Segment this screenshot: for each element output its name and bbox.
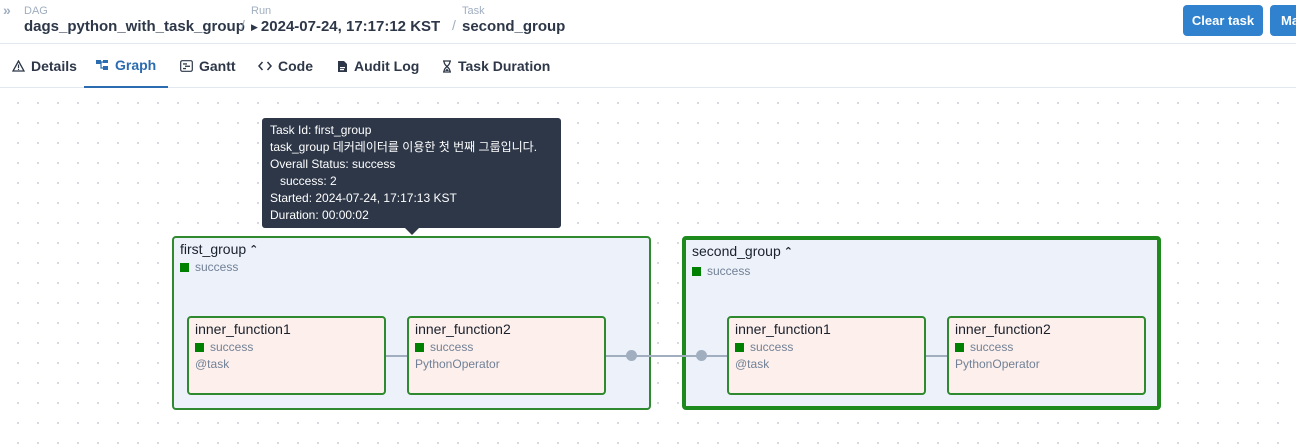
group-status: success [692,264,750,278]
status-square-icon [692,266,701,276]
chevron-up-icon[interactable]: ⌃ [249,243,259,256]
gantt-icon [180,60,193,72]
task-status-label: success [210,340,254,354]
task-operator: PythonOperator [955,357,1040,371]
task-operator: @task [735,357,770,371]
breadcrumb-run-label: Run [251,5,272,17]
breadcrumb-separator: / [241,17,245,33]
tab-gantt-label: Gantt [199,58,236,74]
group-title: second_group ⌃ [692,243,793,259]
status-square-icon [735,342,744,352]
tab-audit-log[interactable]: Audit Log [325,44,431,88]
task-status-label: success [430,340,474,354]
edge-inner1-inner2 [386,355,407,357]
edge-first-group-second-group [606,355,727,357]
breadcrumb-task-label: Task [462,5,485,17]
group-name: second_group [692,243,781,259]
breadcrumb-dag[interactable]: DAG dags_python_with_task_group [24,5,245,35]
document-icon [337,60,348,73]
tab-code[interactable]: Code [246,44,325,88]
group-tooltip: Task Id: first_group task_group 데커레이터를 이… [262,118,561,235]
task-operator: PythonOperator [415,357,500,371]
task-node-second-group-inner-function1[interactable]: inner_function1 success @task [727,316,926,395]
task-name: inner_function2 [955,321,1051,337]
task-node-second-group-inner-function2[interactable]: inner_function2 success PythonOperator [947,316,1146,395]
breadcrumb-run-value: 2024-07-24, 17:17:12 KST [260,18,441,35]
tab-gantt[interactable]: Gantt [168,44,248,88]
group-status: success [180,260,238,274]
tooltip-description: task_group 데커레이터를 이용한 첫 번째 그룹입니다. [270,140,538,154]
breadcrumb-task[interactable]: Task second_group [462,5,565,35]
tooltip-overall-status: Overall Status: success [270,157,396,171]
group-title: first_group ⌃ [180,241,258,257]
graph-icon [96,59,109,71]
status-square-icon [415,342,424,352]
hourglass-icon [442,59,452,73]
code-icon [258,60,272,72]
tooltip-success-count: success: 2 [270,174,337,188]
tab-bar: Details Graph Gantt Code Audit Log Task … [0,44,1296,88]
tab-code-label: Code [278,58,313,74]
task-name: inner_function2 [415,321,511,337]
warning-icon [12,60,25,72]
breadcrumb-separator: / [452,17,456,33]
task-status: success [735,340,918,354]
task-status-label: success [750,340,794,354]
status-square-icon [180,262,189,272]
play-icon: ▶ [251,22,258,32]
task-status: success [415,340,598,354]
breadcrumb-dag-label: DAG [24,5,48,17]
tooltip-duration: Duration: 00:00:02 [270,208,369,222]
top-bar: » DAG dags_python_with_task_group / Run … [0,0,1296,44]
group-status-label: success [195,260,239,274]
edge-join-dot [696,350,707,361]
tab-task-duration[interactable]: Task Duration [430,44,562,88]
task-status: success [955,340,1138,354]
task-operator: @task [195,357,230,371]
tab-details-label: Details [31,58,77,74]
task-node-first-group-inner-function2[interactable]: inner_function2 success PythonOperator [407,316,606,395]
group-status-label: success [707,264,751,278]
breadcrumb-dag-value: dags_python_with_task_group [24,18,245,35]
edge-join-dot [626,350,637,361]
clear-task-button[interactable]: Clear task [1183,5,1263,36]
group-name: first_group [180,241,247,257]
edge-inner1-inner2 [926,355,947,357]
task-status-label: success [970,340,1014,354]
status-square-icon [195,342,204,352]
tooltip-task-id: Task Id: first_group [270,123,372,137]
task-node-first-group-inner-function1[interactable]: inner_function1 success @task [187,316,386,395]
tab-task-duration-label: Task Duration [458,58,551,74]
tooltip-started: Started: 2024-07-24, 17:17:13 KST [270,191,457,205]
mark-state-button[interactable]: Ma [1270,5,1296,36]
chevron-up-icon[interactable]: ⌃ [783,245,793,258]
tooltip-arrow [405,228,419,235]
task-name: inner_function1 [735,321,831,337]
task-name: inner_function1 [195,321,291,337]
tab-graph[interactable]: Graph [84,44,169,88]
tab-graph-label: Graph [115,57,157,73]
breadcrumb-task-value: second_group [462,18,566,35]
task-status: success [195,340,378,354]
breadcrumb-run[interactable]: Run ▶2024-07-24, 17:17:12 KST [251,5,440,35]
tab-details[interactable]: Details [0,44,89,88]
tab-audit-log-label: Audit Log [354,58,420,74]
status-square-icon [955,342,964,352]
double-chevron-right-icon[interactable]: » [3,2,11,18]
